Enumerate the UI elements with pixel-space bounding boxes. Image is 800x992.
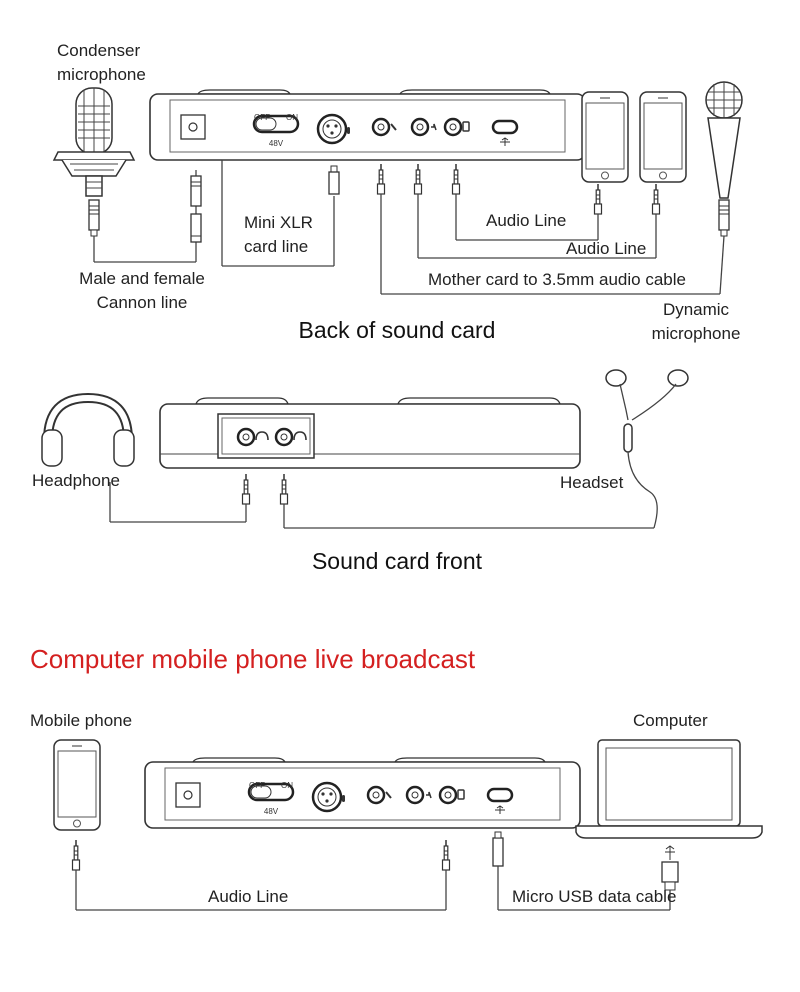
condenser-microphone-icon [52, 87, 136, 197]
cannon-line-label-2: Cannon line [97, 293, 188, 312]
condenser-microphone-label-1: Condenser [57, 41, 141, 60]
headset-label: Headset [560, 473, 624, 492]
usb-icon [661, 845, 679, 891]
sound-card-front [159, 397, 581, 469]
switch-48v-label: 48V [269, 139, 284, 148]
smartphone-icon [581, 91, 629, 183]
front-title: Sound card front [312, 548, 483, 574]
headphone-icon [41, 392, 135, 467]
sound-card-back-broadcast: OFF ON 48V [143, 756, 582, 830]
audio-line-label-1: Audio Line [486, 211, 566, 230]
dynamic-microphone-label-2: microphone [652, 324, 741, 343]
laptop-icon [575, 739, 763, 839]
switch-off-label: OFF [254, 113, 270, 122]
headphone-label: Headphone [32, 471, 120, 490]
earphone-icon [605, 369, 689, 529]
sound-card-back: OFF ON 48V [148, 88, 587, 162]
smartphone-icon [639, 91, 687, 183]
audio-line-label-3: Audio Line [208, 887, 288, 906]
cannon-line-label-1: Male and female [79, 269, 205, 288]
usb-cable-label: Micro USB data cable [512, 887, 676, 906]
mini-xlr-label-2: card line [244, 237, 308, 256]
mini-xlr-label-1: Mini XLR [244, 213, 313, 232]
broadcast-heading: Computer mobile phone live broadcast [30, 644, 476, 674]
switch-on-label: ON [286, 113, 298, 122]
audio-line-label-2: Audio Line [566, 239, 646, 258]
dynamic-microphone-label-1: Dynamic [663, 300, 730, 319]
back-title: Back of sound card [299, 317, 496, 343]
switch-48v-label-2: 48V [264, 807, 279, 816]
mother-card-label: Mother card to 3.5mm audio cable [428, 270, 686, 289]
condenser-microphone-label-2: microphone [57, 65, 146, 84]
smartphone-icon [53, 739, 101, 831]
switch-on-label-2: ON [281, 781, 293, 790]
dynamic-microphone-icon [705, 81, 743, 199]
computer-label: Computer [633, 711, 708, 730]
mobile-phone-label: Mobile phone [30, 711, 132, 730]
switch-off-label-2: OFF [249, 781, 265, 790]
